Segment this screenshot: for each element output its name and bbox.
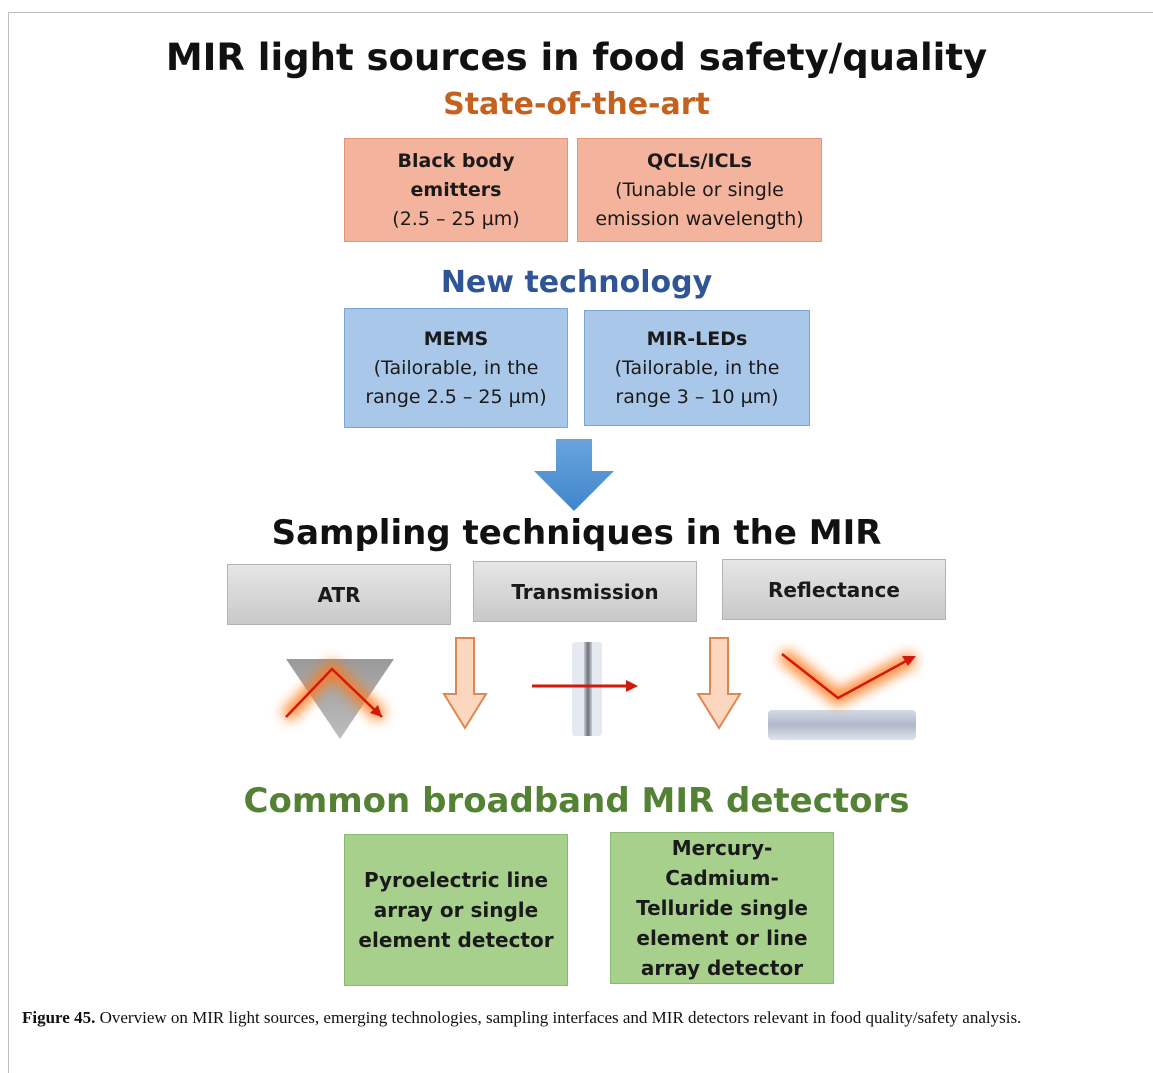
box-line: (2.5 – 25 µm) [392, 207, 520, 230]
transmission-box: Transmission [473, 561, 697, 622]
black-body-box: Black body emitters (2.5 – 25 µm) [344, 138, 568, 242]
reflectance-surface-icon [768, 648, 918, 740]
box-line: Pyroelectric line [363, 868, 549, 892]
box-line: Cadmium- [665, 866, 779, 890]
box-line: array detector [640, 956, 804, 980]
down-arrow-icon [534, 439, 614, 511]
figure-caption: Figure 45. Overview on MIR light sources… [22, 1006, 1122, 1029]
new-technology-heading: New technology [440, 265, 713, 300]
transmission-sample-icon [530, 642, 638, 736]
box-line: (Tailorable, in the [614, 356, 780, 379]
flow-arrow-icon [696, 637, 742, 730]
technique-label: ATR [317, 582, 361, 607]
reflectance-box: Reflectance [722, 559, 946, 620]
sampling-heading: Sampling techniques in the MIR [271, 513, 882, 553]
flow-arrow-icon [442, 637, 488, 730]
box-title: QCLs/ICLs [647, 149, 752, 172]
pyroelectric-detector-box: Pyroelectric line array or single elemen… [344, 834, 568, 986]
atr-box: ATR [227, 564, 451, 625]
state-of-art-heading: State-of-the-art [443, 87, 710, 122]
box-line: range 3 – 10 µm) [615, 385, 779, 408]
atr-prism-icon [280, 659, 394, 739]
box-line: Mercury- [671, 836, 773, 860]
detectors-heading: Common broadband MIR detectors [243, 781, 910, 821]
box-title: MEMS [423, 327, 489, 350]
qcl-icl-box: QCLs/ICLs (Tunable or single emission wa… [577, 138, 822, 242]
figure-frame [8, 12, 1153, 1073]
box-title: Black body [397, 149, 515, 172]
mir-led-box: MIR-LEDs (Tailorable, in the range 3 – 1… [584, 310, 810, 426]
figure-title: MIR light sources in food safety/quality [165, 36, 988, 79]
box-line: Telluride single [636, 896, 808, 920]
box-line: array or single [373, 898, 539, 922]
box-title: MIR-LEDs [646, 327, 748, 350]
box-line: emission wavelength) [595, 207, 804, 230]
caption-text: Overview on MIR light sources, emerging … [99, 1008, 1022, 1027]
technique-label: Reflectance [768, 577, 900, 602]
box-line: (Tunable or single [615, 178, 784, 201]
box-line: (Tailorable, in the [373, 356, 539, 379]
mct-detector-box: Mercury- Cadmium- Telluride single eleme… [610, 832, 834, 984]
box-line: element or line [636, 926, 808, 950]
caption-label: Figure 45. [22, 1008, 96, 1027]
box-line: emitters [410, 178, 502, 201]
mems-box: MEMS (Tailorable, in the range 2.5 – 25 … [344, 308, 568, 428]
technique-label: Transmission [511, 579, 659, 604]
box-line: range 2.5 – 25 µm) [365, 385, 547, 408]
box-line: element detector [358, 928, 554, 952]
